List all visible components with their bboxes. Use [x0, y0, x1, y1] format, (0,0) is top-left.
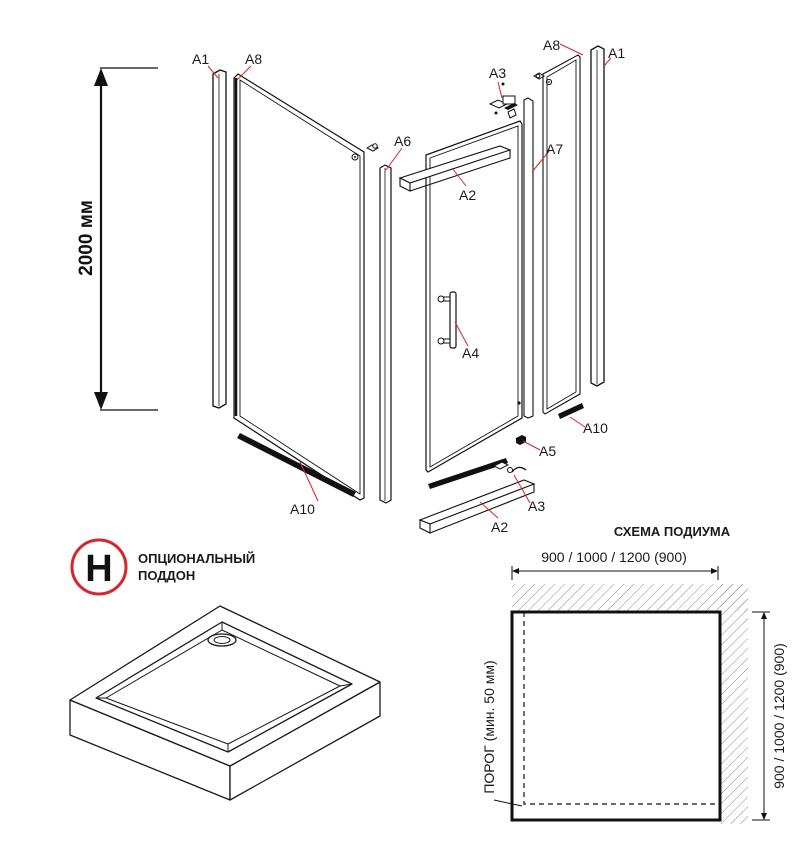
label-a8-right: A8	[543, 37, 560, 53]
height-dimension: 2000 мм	[76, 67, 158, 411]
bracket-a6	[365, 143, 380, 152]
fixed-glass-panel-right	[533, 54, 581, 415]
label-a8-left: A8	[245, 51, 262, 67]
label-a3-top: A3	[489, 65, 506, 81]
door-bottom-seal	[428, 458, 508, 489]
label-a2-bottom: A2	[491, 519, 508, 535]
badge-line2: ПОДДОН	[138, 568, 195, 583]
label-a10-right: A10	[583, 420, 608, 436]
part-labels: A1 A8 A6 A10 A3 A2 A4 A7 A8 A1 A10 A5 A3…	[192, 37, 625, 535]
label-a7: A7	[546, 141, 563, 157]
tray-option-badge: H ОПЦИОНАЛЬНЫЙ ПОДДОН	[70, 538, 255, 596]
hinge-bottom	[492, 461, 527, 473]
door-panel	[425, 120, 523, 473]
bottom-threshold	[418, 479, 536, 534]
podium-scheme: СХЕМА ПОДИУМА 900 / 1000 / 1200 (900) 90…	[481, 524, 787, 824]
label-a6: A6	[394, 133, 411, 149]
hinge-top	[488, 82, 518, 119]
label-a4: A4	[462, 345, 479, 361]
profile-a6	[379, 164, 392, 504]
leader-lines	[207, 43, 612, 519]
label-a1-left: A1	[192, 51, 209, 67]
wall-profile-right	[590, 45, 605, 387]
podium-depth-label: 900 / 1000 / 1200 (900)	[771, 643, 787, 789]
label-a10-left: A10	[290, 501, 315, 517]
podium-width-label: 900 / 1000 / 1200 (900)	[541, 549, 687, 565]
threshold-label: ПОРОГ (мин. 50 мм)	[481, 660, 497, 793]
label-a3-bottom: A3	[528, 498, 545, 514]
label-a5: A5	[539, 443, 556, 459]
height-dimension-label: 2000 мм	[76, 200, 97, 276]
shower-tray-illustration	[69, 605, 381, 801]
badge-letter: H	[85, 548, 112, 590]
podium-title: СХЕМА ПОДИУМА	[614, 524, 731, 539]
wall-profile-left	[212, 69, 227, 409]
label-a2-top: A2	[459, 187, 476, 203]
bottom-seal-left	[237, 433, 356, 497]
top-transom	[398, 145, 512, 192]
door-handle	[437, 291, 457, 349]
stopper-a5	[516, 435, 526, 445]
badge-line1: ОПЦИОНАЛЬНЫЙ	[138, 551, 255, 566]
fixed-glass-panel-left	[233, 73, 365, 501]
profile-a7	[523, 97, 534, 419]
bottom-seal-right	[558, 403, 584, 419]
label-a1-right: A1	[608, 45, 625, 61]
